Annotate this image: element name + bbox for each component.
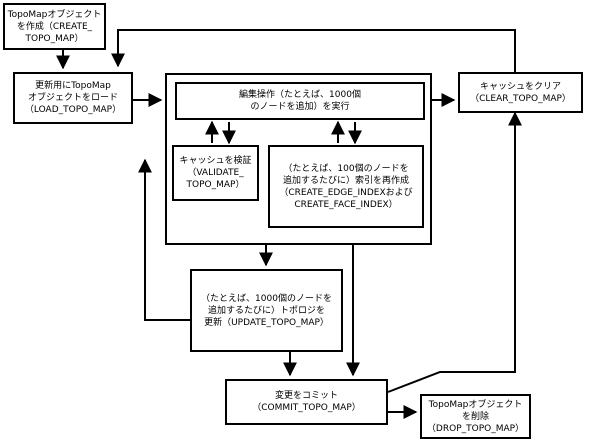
drop-line-1: TopoMapオブジェクト (428, 399, 523, 410)
arrow-clear-to-load (111, 29, 516, 72)
validate-line-1: キャッシュを検証 (179, 156, 252, 166)
edit-line-1: 編集操作（たとえば、1000個 (239, 90, 361, 100)
validate-cache-box: キャッシュを検証 （VALIDATE_ TOPO_MAP） (172, 145, 259, 201)
create-line-3: TOPO_MAP） (25, 33, 84, 44)
clear-line-2: （CLEAR_TOPO_MAP） (470, 93, 571, 104)
reindex-line-4: CREATE_FACE_INDEX） (294, 199, 398, 210)
validate-line-3: TOPO_MAP） (186, 180, 245, 190)
arrow-update-to-edit (138, 158, 190, 321)
edit-session-frame (165, 73, 432, 245)
create-line-2: を作成（CREATE_ (16, 21, 93, 32)
clear-cache-box: キャッシュをクリア （CLEAR_TOPO_MAP） (458, 72, 583, 113)
commit-line-1: 変更をコミット (274, 391, 338, 401)
reindex-line-2: 追加するたびに）索引を再作成 (282, 175, 409, 186)
load-topomap-box: 更新用にTopoMap オブジェクトをロード （LOAD_TOPO_MAP） (13, 72, 133, 124)
arrow-commit-to-clear (387, 111, 522, 393)
load-line-1: 更新用にTopoMap (35, 81, 111, 91)
load-line-2: オブジェクトをロード (27, 93, 118, 103)
drop-topomap-box: TopoMapオブジェクト を削除 （DROP_TOPO_MAP） (420, 394, 531, 439)
create-line-1: TopoMapオブジェクト (7, 9, 102, 20)
create-topomap-box: TopoMapオブジェクト を作成（CREATE_ TOPO_MAP） (3, 3, 106, 50)
edit-operation-box: 編集操作（たとえば、1000個 のノードを追加）を実行 (175, 82, 425, 120)
update-line-1: （たとえば、1000個のノードを (201, 293, 332, 304)
reindex-line-1: （たとえば、100個のノードを (283, 163, 409, 174)
update-line-3: 更新（UPDATE_TOPO_MAP） (204, 317, 329, 328)
commit-line-2: （COMMIT_TOPO_MAP） (252, 403, 361, 413)
update-topology-box: （たとえば、1000個のノードを 追加するたびに）トポロジを 更新（UPDATE… (190, 269, 343, 352)
update-line-2: 追加するたびに）トポロジを (207, 305, 325, 316)
clear-line-1: キャッシュをクリア (479, 81, 561, 92)
commit-changes-box: 変更をコミット （COMMIT_TOPO_MAP） (225, 379, 388, 425)
reindex-line-3: （CREATE_EDGE_INDEXおよび (279, 187, 413, 198)
edit-line-2: のノードを追加）を実行 (250, 102, 350, 112)
load-line-3: （LOAD_TOPO_MAP） (24, 105, 122, 115)
validate-line-2: （VALIDATE_ (187, 168, 244, 178)
drop-line-2: を削除 (461, 411, 489, 422)
reindex-box: （たとえば、100個のノードを 追加するたびに）索引を再作成 （CREATE_E… (268, 145, 424, 228)
drop-line-3: （DROP_TOPO_MAP） (426, 423, 525, 434)
